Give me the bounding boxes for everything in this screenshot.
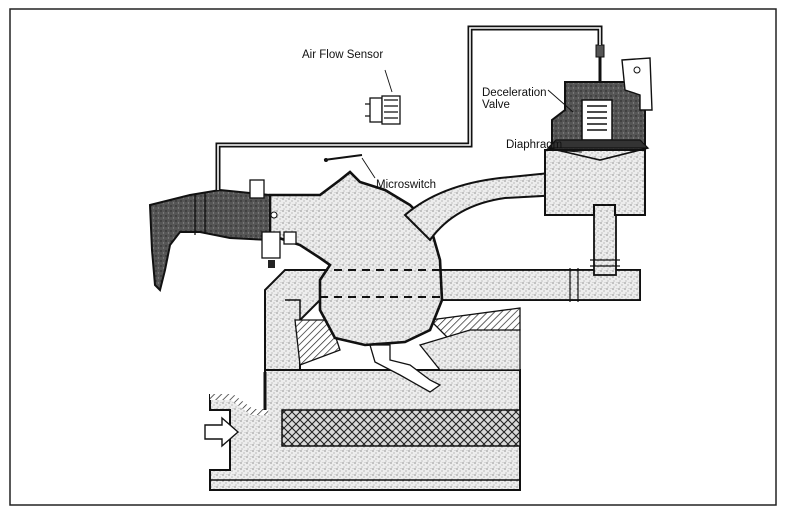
microswitch-part — [323, 154, 376, 179]
label-microswitch: Microswitch — [376, 179, 436, 191]
deceleration-valve — [544, 44, 653, 216]
air-inlet-arrow-icon — [204, 416, 240, 448]
label-deceleration: Deceleration — [482, 87, 547, 99]
vacuum-hose — [215, 25, 603, 190]
diaphragm-leader — [549, 149, 583, 153]
label-valve: Valve — [482, 99, 510, 111]
air-flow-sensor-part — [365, 69, 401, 125]
intake-horn — [148, 179, 297, 292]
diagram-frame — [9, 8, 777, 506]
deceleration-valve-leader — [547, 89, 574, 113]
air-filter-element — [281, 409, 521, 447]
air-flow-dome — [268, 170, 444, 347]
label-diaphragm: Diaphragm — [506, 139, 562, 151]
vacuum-hose-core — [217, 27, 601, 190]
label-air-flow-sensor: Air Flow Sensor — [302, 49, 383, 61]
